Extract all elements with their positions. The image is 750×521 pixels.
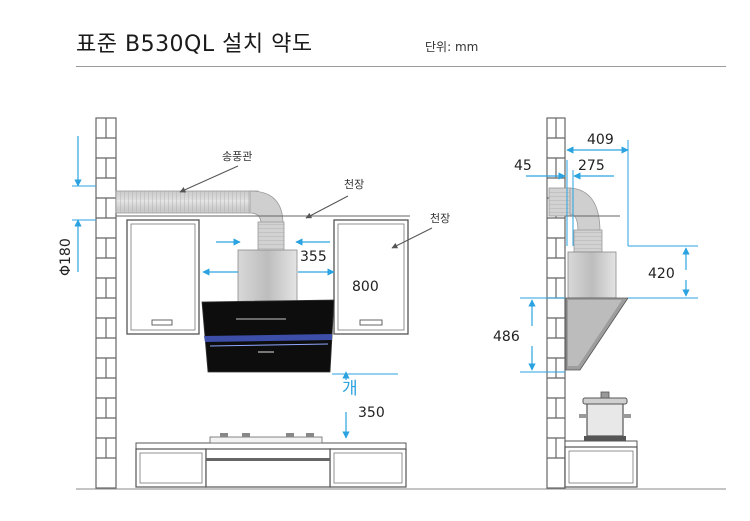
dimension-total-depth [566,140,629,246]
hood-width-label: 800 [352,279,379,295]
duct-elbow [249,190,284,225]
brick-wall-right [546,117,566,489]
side-duct-vertical [573,229,603,253]
vertical-duct [257,221,285,253]
side-duct-horizontal [548,187,572,217]
header-divider [76,66,726,67]
cabinet-label: 천장 [430,211,450,225]
dimension-duct-diameter [72,136,96,272]
upper-cabinet-right [333,219,409,335]
dimension-wall-offset [526,160,614,246]
side-duct-elbow [569,187,601,233]
dimension-height-above-stove [332,371,398,439]
wall-offset-label: 45 [514,158,532,174]
outlet-width-label: 355 [300,249,327,265]
total-depth-label: 409 [587,132,614,148]
side-view: 409 45 275 420 486 [493,117,698,489]
side-note-label: 개 [342,379,358,399]
body-height-label: 486 [493,329,520,345]
dimension-top-height [628,245,698,299]
height-above-stove-label: 350 [358,405,385,421]
brick-wall-left [95,117,117,489]
page-title: 표준 B530QL 설치 약도 [76,32,313,57]
duct-label: 송풍관 [222,150,252,163]
upper-cabinet-left [126,219,200,335]
horizontal-duct [115,190,259,214]
top-height-label: 420 [648,266,675,282]
duct-label-leader [179,165,239,193]
ceiling-label-top: 천장 [344,177,364,191]
side-hood-chimney [567,251,617,299]
dimension-body-height [520,297,565,373]
stove-counter [135,433,407,488]
hood-chimney-cover [237,249,298,303]
side-counter [564,440,638,488]
duct-depth-label: 275 [578,158,605,174]
front-view: Φ180 송풍관 천장 천장 355 800 개 350 [58,117,726,490]
ceiling-label-top-leader [305,195,349,219]
range-hood-front [201,299,335,373]
pot-icon [579,391,631,441]
cabinet-label-leader [391,227,433,249]
duct-diameter-label: Φ180 [58,238,74,276]
unit-label: 단위: mm [425,40,479,54]
